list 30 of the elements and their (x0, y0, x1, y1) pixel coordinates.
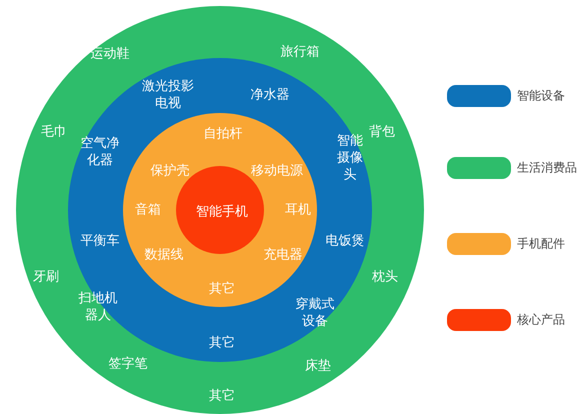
legend-label: 智能设备 (517, 88, 565, 104)
ring-label: 耳机 (285, 202, 311, 218)
ring-label: 背包 (369, 124, 395, 140)
ring-label: 移动电源 (251, 162, 303, 180)
ring-label: 床垫 (305, 358, 331, 374)
ring-label: 其它 (209, 388, 235, 404)
ring-label: 保护壳 (150, 162, 190, 180)
ring-label: 净水器 (250, 86, 290, 104)
legend-label: 核心产品 (517, 312, 565, 328)
ring-label: 激光投影电视 (141, 78, 195, 112)
ring-label: 牙刷 (33, 268, 59, 286)
ring-label: 毛巾 (41, 124, 67, 140)
ring-label: 其它 (209, 334, 235, 352)
ring-label: 数据线 (144, 246, 184, 264)
legend-label: 手机配件 (517, 236, 565, 252)
ring-label: 旅行箱 (280, 44, 320, 60)
ring-label: 电饭煲 (326, 232, 364, 250)
ring-label: 签字笔 (108, 356, 148, 372)
ring-label: 自拍杆 (204, 126, 242, 142)
ring-label: 空气净化器 (80, 135, 120, 169)
ring-label: 扫地机器人 (78, 290, 118, 324)
ring-label: 充电器 (264, 246, 302, 264)
legend-label: 生活消费品 (517, 160, 577, 176)
ring-label: 其它 (209, 280, 235, 298)
ring-label: 平衡车 (80, 232, 120, 250)
ring-label: 音箱 (135, 202, 161, 218)
ring-label: 智能手机 (196, 204, 248, 220)
ring-label: 智能摄像头 (336, 132, 364, 184)
ring-label: 枕头 (372, 268, 398, 286)
ring-label: 穿戴式设备 (294, 296, 336, 330)
